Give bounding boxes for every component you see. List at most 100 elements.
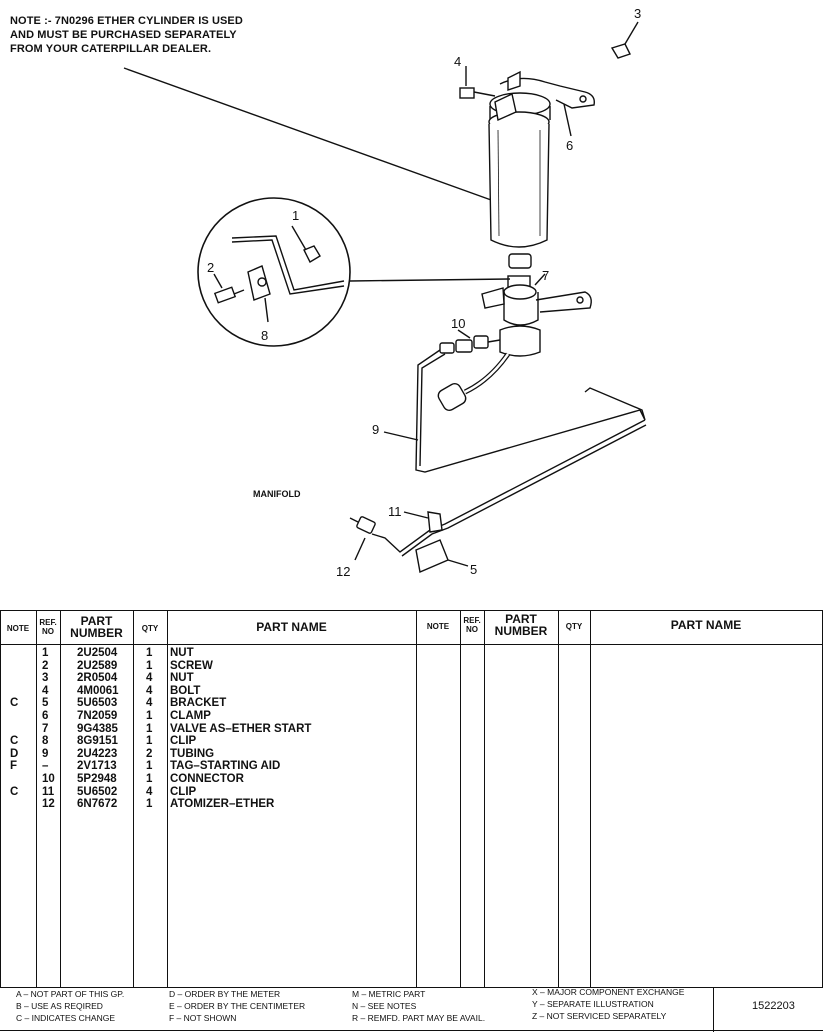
callout-3: 3 xyxy=(634,6,641,21)
row-part-name: CLAMP xyxy=(170,710,211,722)
tubing-9 xyxy=(415,349,646,473)
row-ref: 4 xyxy=(42,684,49,697)
row-note: D xyxy=(10,747,19,760)
callout-5: 5 xyxy=(470,562,477,577)
detail-circle xyxy=(197,197,511,347)
row-ref: 12 xyxy=(42,798,55,811)
manifold-label: MANIFOLD xyxy=(253,489,301,499)
row-ref: – xyxy=(42,760,49,773)
row-qty: 1 xyxy=(146,735,153,748)
row-qty: 1 xyxy=(146,760,153,773)
row-ref: 6 xyxy=(42,710,49,722)
row-part-number: 5U6502 xyxy=(77,785,118,798)
row-qty: 1 xyxy=(146,722,153,735)
row-part-number: 4M0061 xyxy=(77,684,119,697)
row-part-name: TAG–STARTING AID xyxy=(170,760,281,773)
callout-2: 2 xyxy=(207,260,214,275)
table-row: C 11 5U6502 4 CLIP xyxy=(0,786,416,799)
row-part-number: 5P2948 xyxy=(77,773,117,785)
header-qty: QTY xyxy=(141,624,159,633)
row-part-number: 2V1713 xyxy=(77,760,117,773)
row-ref: 7 xyxy=(42,722,49,735)
row-note: C xyxy=(10,697,19,710)
row-part-name: BOLT xyxy=(170,684,201,697)
row-qty: 1 xyxy=(146,659,153,672)
row-part-name: TUBING xyxy=(170,747,215,760)
parts-illustration: 1 2 3 4 5 6 7 8 9 10 11 12 xyxy=(123,6,647,579)
clip-11 xyxy=(403,511,443,533)
row-part-name: ATOMIZER–ETHER xyxy=(170,798,275,811)
row-part-name: CLIP xyxy=(170,785,197,798)
row-part-number: 5U6503 xyxy=(77,697,118,710)
note-leader-line xyxy=(123,67,506,206)
callout-4: 4 xyxy=(454,54,461,69)
table-row: 6 7N2059 1 CLAMP xyxy=(0,710,416,723)
legend-col-1: A – NOT PART OF THIS GP.B – USE AS REQIR… xyxy=(16,989,125,1023)
callout-6: 6 xyxy=(566,138,573,153)
row-note: C xyxy=(10,735,19,748)
row-qty: 1 xyxy=(146,710,153,722)
header-note-2: NOTE xyxy=(426,622,450,631)
callout-8: 8 xyxy=(261,328,268,343)
row-part-number: 6N7672 xyxy=(77,798,118,811)
row-part-number: 9G4385 xyxy=(77,722,118,735)
callout-7: 7 xyxy=(542,268,549,283)
row-ref: 3 xyxy=(42,672,49,685)
row-part-name: NUT xyxy=(170,672,194,685)
callout-9: 9 xyxy=(372,422,379,437)
header-part-name: PART NAME xyxy=(256,620,327,634)
row-part-name: NUT xyxy=(170,647,194,659)
row-qty: 4 xyxy=(146,785,153,798)
callout-12: 12 xyxy=(336,564,350,579)
clamp-assembly xyxy=(459,21,639,137)
tubing-lower xyxy=(371,419,646,553)
row-ref: 8 xyxy=(42,735,49,748)
valve-assembly xyxy=(437,273,592,412)
header-qty-2: QTY xyxy=(565,622,583,631)
table-row: C 8 8G9151 1 CLIP xyxy=(0,735,416,748)
row-part-number: 8G9151 xyxy=(77,735,118,748)
note-line-2: AND MUST BE PURCHASED SEPARATELY xyxy=(10,29,237,41)
row-part-number: 2U2504 xyxy=(77,647,118,659)
table-row: F – 2V1713 1 TAG–STARTING AID xyxy=(0,760,416,773)
bracket-5 xyxy=(415,539,469,573)
row-ref: 10 xyxy=(42,773,55,785)
row-part-number: 2U2589 xyxy=(77,659,118,672)
row-qty: 1 xyxy=(146,798,153,811)
table-row: 12 6N7672 1 ATOMIZER–ETHER xyxy=(0,798,416,811)
row-ref: 5 xyxy=(42,697,49,710)
note-line-3: FROM YOUR CATERPILLAR DEALER. xyxy=(10,43,212,55)
callout-11: 11 xyxy=(388,504,402,519)
row-part-number: 7N2059 xyxy=(77,710,118,722)
row-note: F xyxy=(10,760,18,773)
row-qty: 1 xyxy=(146,647,153,659)
header-part-name-2: PART NAME xyxy=(670,618,742,632)
row-ref: 11 xyxy=(42,785,55,798)
row-qty: 4 xyxy=(146,684,153,697)
row-part-name: CONNECTOR xyxy=(170,773,244,785)
row-note: C xyxy=(10,785,19,798)
callout-1: 1 xyxy=(292,208,299,223)
header-note: NOTE xyxy=(6,624,30,633)
row-part-name: VALVE AS–ETHER START xyxy=(170,722,312,735)
document-number: 1522203 xyxy=(752,1000,795,1012)
callout-10: 10 xyxy=(451,316,465,331)
row-part-name: BRACKET xyxy=(170,697,227,710)
note-line-1: NOTE :- 7N0296 ETHER CYLINDER IS USED xyxy=(10,15,243,27)
row-part-name: CLIP xyxy=(170,735,197,748)
table-row: 4 4M0061 4 BOLT xyxy=(0,685,416,698)
header-ref: REF.NO xyxy=(39,618,57,636)
row-part-name: SCREW xyxy=(170,659,213,672)
row-ref: 9 xyxy=(42,747,49,760)
ether-cylinder-note: NOTE :- 7N0296 ETHER CYLINDER IS USED AN… xyxy=(10,14,243,56)
